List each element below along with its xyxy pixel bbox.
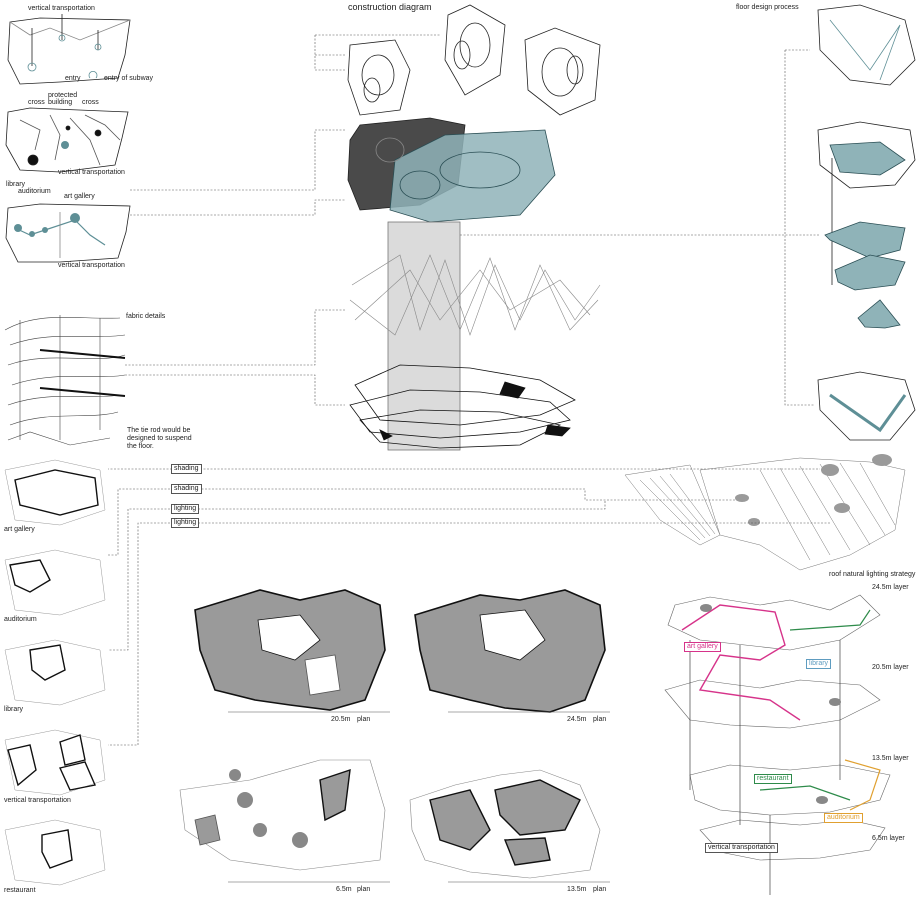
- program-art-gallery: art gallery: [4, 526, 35, 533]
- fabric-web-lines: [349, 254, 601, 336]
- label-cross-right: cross: [82, 99, 99, 106]
- plan-24-5m-level: 24.5m: [567, 716, 587, 723]
- leader-lines-center: [125, 34, 820, 406]
- label-library: library: [6, 181, 26, 188]
- plan-13-5m: [409, 769, 610, 883]
- label-vertical-transportation-2: vertical transportation: [58, 169, 125, 176]
- tag-shading-1: shading: [171, 464, 202, 474]
- label-entry-subway: entry of subway: [104, 75, 154, 82]
- label-art-gallery: art gallery: [64, 193, 95, 200]
- program-thumbnails: [4, 459, 106, 886]
- construction-blocks-combined: [347, 117, 556, 223]
- plan-6-5m-level: 6.5m: [336, 886, 352, 893]
- fabric-detail-sketch: [4, 315, 126, 446]
- plan-20-5m-level: 20.5m: [331, 716, 351, 723]
- label-entry: entry: [65, 75, 81, 82]
- layer-24-5m: 24.5m layer: [872, 584, 909, 591]
- axo-tag-library: library: [806, 659, 832, 669]
- fabric-note-line-3: the floor.: [127, 443, 154, 450]
- label-vertical-transportation-3: vertical transportation: [58, 262, 125, 269]
- roof-lighting-perspective: [624, 454, 906, 571]
- layer-6-5m: 6.5m layer: [872, 835, 905, 842]
- axo-tag-restaurant: restaurant: [754, 774, 792, 784]
- site-diagram-cross: [5, 107, 129, 173]
- tag-lighting-1: lighting: [171, 504, 200, 514]
- roof-leader-lines: [108, 468, 830, 746]
- tag-lighting-2: lighting: [171, 518, 200, 528]
- label-auditorium: auditorium: [18, 188, 51, 195]
- label-fabric-details: fabric details: [126, 313, 166, 320]
- program-auditorium: auditorium: [4, 616, 37, 623]
- program-vertical-transportation: vertical transportation: [4, 797, 71, 804]
- plan-13-5m-word: plan: [593, 886, 607, 893]
- plan-6-5m-word: plan: [357, 886, 371, 893]
- plan-13-5m-level: 13.5m: [567, 886, 587, 893]
- vertical-core-band: [387, 221, 461, 451]
- floor-plates-stack: [349, 364, 576, 449]
- roof-lighting-title: roof natural lighting strategy: [829, 571, 916, 578]
- plan-20-5m: [194, 589, 390, 713]
- construction-blocks-top: [347, 4, 601, 116]
- axo-tag-vertical-transportation: vertical transportation: [705, 843, 778, 853]
- program-library: library: [4, 706, 24, 713]
- fabric-note-line-1: The tie rod would be: [127, 427, 191, 434]
- label-cross-left: cross: [28, 99, 45, 106]
- label-vertical-transportation-1: vertical transportation: [28, 5, 95, 12]
- axo-tag-art-gallery: art gallery: [684, 642, 721, 652]
- label-building: building: [48, 99, 73, 106]
- axo-tag-auditorium: auditorium: [824, 813, 863, 823]
- plan-24-5m: [414, 589, 610, 713]
- program-axonometric: [664, 594, 891, 895]
- fabric-note-line-2: designed to suspend: [127, 435, 192, 442]
- label-protected: protected: [48, 92, 78, 99]
- layer-13-5m: 13.5m layer: [872, 755, 909, 762]
- tag-shading-2: shading: [171, 484, 202, 494]
- construction-diagram-title: construction diagram: [348, 2, 432, 12]
- program-restaurant: restaurant: [4, 887, 36, 894]
- floor-design-title: floor design process: [736, 4, 799, 11]
- plan-24-5m-word: plan: [593, 716, 607, 723]
- plan-20-5m-word: plan: [357, 716, 371, 723]
- site-diagram-programs: [5, 203, 131, 263]
- layer-20-5m: 20.5m layer: [872, 664, 909, 671]
- site-diagram-entries: [7, 14, 131, 85]
- plan-6-5m: [179, 759, 390, 883]
- floor-design-process: [817, 4, 916, 441]
